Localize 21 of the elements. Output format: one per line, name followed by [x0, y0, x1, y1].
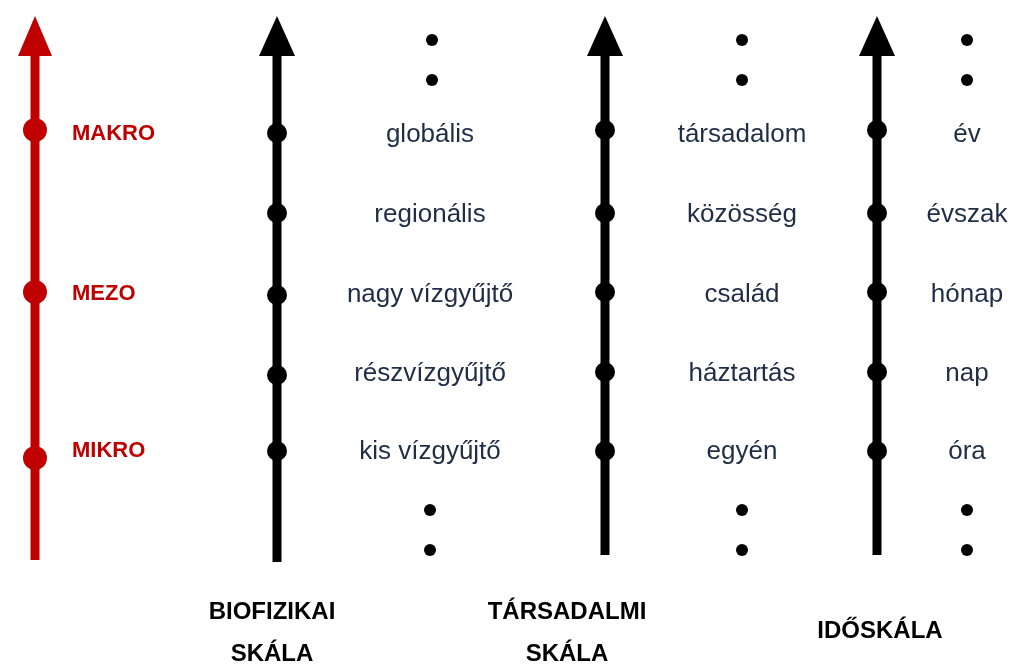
scale-level-text: évszak: [926, 197, 1008, 229]
scale-level-text: nagy vízgyűjtő: [346, 277, 514, 309]
scale-level-text: kis vízgyűjtő: [359, 434, 501, 466]
level-label: MAKRO: [72, 120, 156, 146]
scale-title: TÁRSADALMI SKÁLA: [486, 596, 648, 668]
scale-level-text: nap: [945, 356, 989, 388]
level-label: MIKRO: [72, 437, 146, 463]
scale-level-text: egyén: [706, 434, 778, 466]
scale-level-text: hónap: [930, 277, 1004, 309]
scale-level-text: globális: [385, 117, 475, 149]
scale-level-text: közösség: [687, 197, 797, 229]
scale-level-text: regionális: [374, 197, 486, 229]
scale-level-text: háztartás: [688, 356, 796, 388]
scale-level-text: társadalom: [677, 117, 807, 149]
scale-level-text: óra: [948, 434, 986, 466]
scale-title: BIOFIZIKAI SKÁLA: [207, 596, 337, 668]
scale-level-text: család: [704, 277, 780, 309]
level-label: MEZO: [72, 280, 136, 306]
scale-level-text: részvízgyűjtő: [354, 356, 506, 388]
scale-level-text: év: [953, 117, 981, 149]
scale-title: IDŐSKÁLA: [816, 615, 944, 645]
